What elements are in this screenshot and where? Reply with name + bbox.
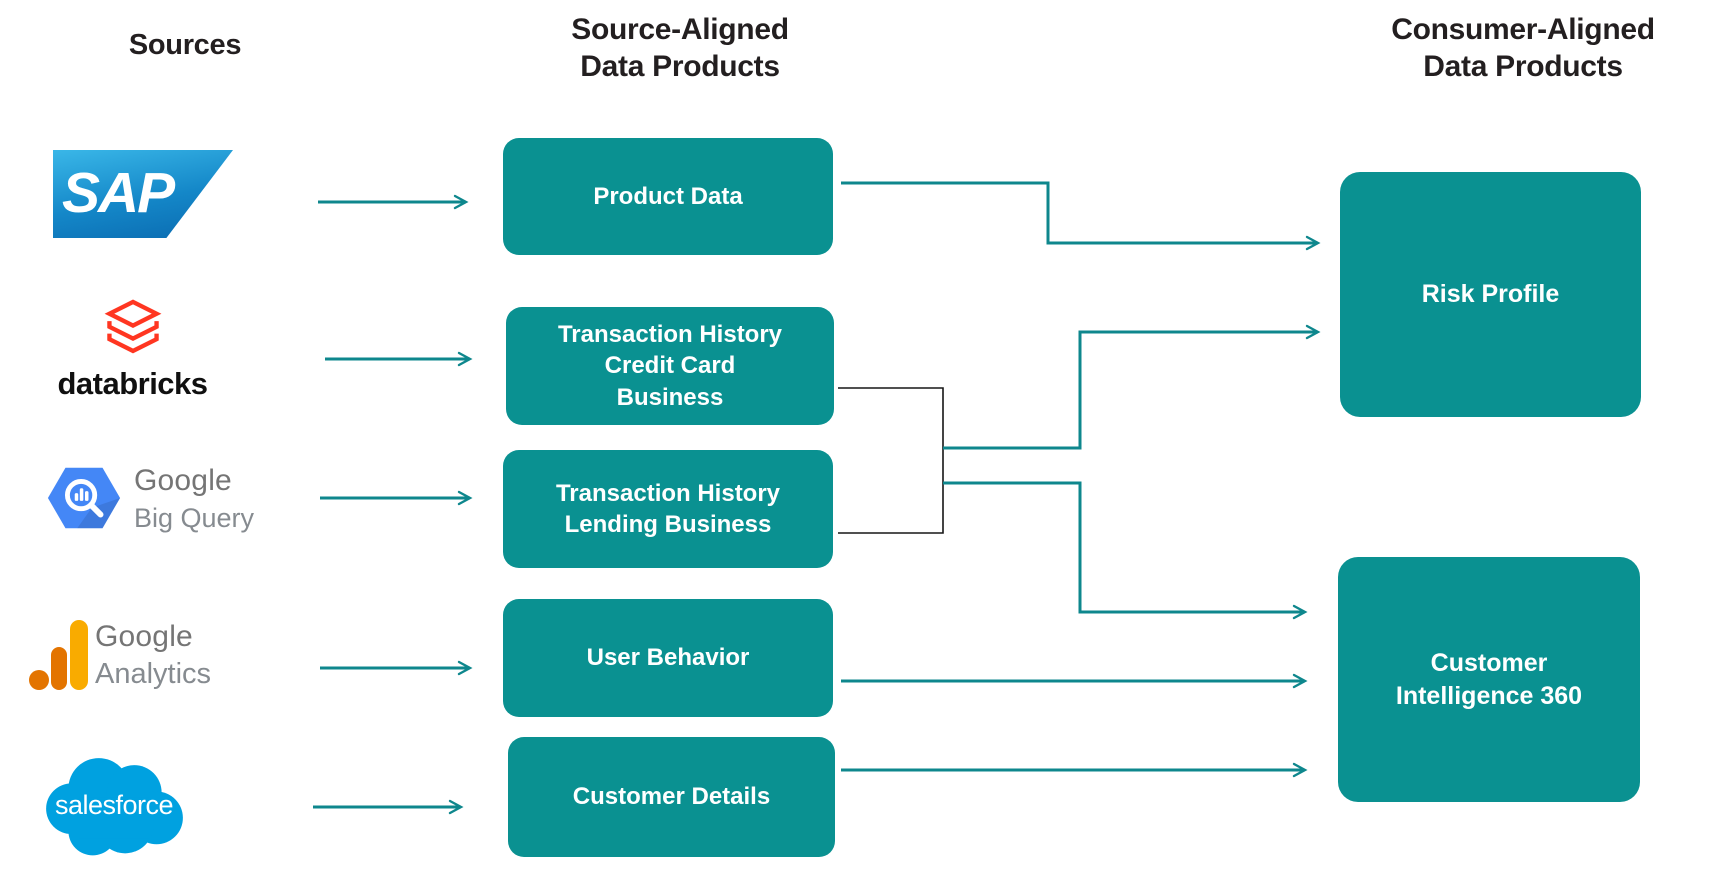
databricks-logo-text: databricks	[57, 366, 208, 401]
bigquery-product-text: Big Query	[134, 503, 255, 533]
databricks-icon	[104, 299, 162, 354]
box-customer-intelligence-360: Customer Intelligence 360	[1338, 557, 1640, 802]
box-customer-details: Customer Details	[508, 737, 835, 857]
box-customer-intelligence-label: Customer Intelligence 360	[1395, 649, 1583, 710]
analytics-product-text: Analytics	[95, 658, 212, 690]
box-credit-card-label: Transaction History Credit Card Business	[557, 321, 783, 411]
box-transaction-history-credit-card: Transaction History Credit Card Business	[506, 307, 834, 425]
box-transaction-history-lending: Transaction History Lending Business	[503, 450, 833, 568]
box-risk-profile: Risk Profile	[1340, 172, 1641, 417]
connector-junction-to-customer-intelligence	[943, 481, 1308, 620]
connector-product-data-to-risk-profile	[841, 181, 1321, 251]
google-analytics-logo: Google Analytics	[95, 620, 255, 691]
box-risk-profile-label: Risk Profile	[1421, 280, 1560, 309]
bigquery-logo: Google Big Query	[134, 464, 284, 534]
box-product-data-label: Product Data	[593, 182, 743, 210]
sap-logo-text: SAP	[62, 161, 175, 225]
box-product-data: Product Data	[503, 138, 833, 255]
sap-logo: SAP	[53, 150, 233, 238]
bigquery-google-text: Google	[134, 464, 232, 497]
analytics-google-text: Google	[95, 620, 193, 653]
google-analytics-icon	[29, 620, 88, 690]
column-header-consumer-aligned: Consumer-Aligned Data Products	[1391, 13, 1655, 83]
salesforce-cloud-icon	[46, 758, 183, 856]
connector-transaction-junction	[838, 387, 944, 534]
salesforce-logo-text: salesforce	[54, 790, 174, 820]
bigquery-icon	[47, 467, 121, 529]
box-lending-label: Transaction History Lending Business	[555, 479, 781, 538]
column-header-source-aligned: Source-Aligned Data Products	[571, 13, 789, 83]
salesforce-logo: salesforce	[38, 752, 190, 862]
box-user-behavior-label: User Behavior	[586, 644, 750, 672]
box-user-behavior: User Behavior	[503, 599, 833, 717]
connector-junction-to-risk-profile	[943, 324, 1321, 450]
column-header-sources: Sources	[128, 29, 242, 61]
box-customer-details-label: Customer Details	[572, 783, 771, 811]
